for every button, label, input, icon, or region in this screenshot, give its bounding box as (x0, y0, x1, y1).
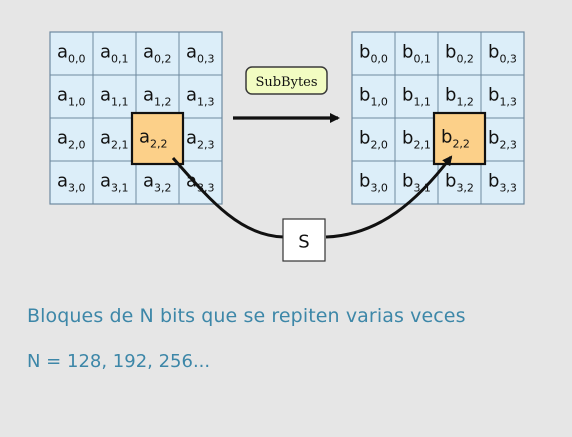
matrix-cell: b2,0 (351, 117, 396, 162)
matrix-cell: a2,1 (92, 117, 137, 162)
matrix-cell-label: b3,0 (359, 171, 388, 195)
matrix-cell: b3,3 (480, 160, 525, 205)
matrix-cell: a1,1 (92, 74, 137, 119)
matrix-cell-label: a2,0 (57, 128, 86, 152)
matrix-cell: a3,3 (178, 160, 223, 205)
matrix-cell-label: a1,3 (186, 85, 215, 109)
sbox-curve-out (325, 155, 453, 239)
matrix-cell-label: b0,2 (445, 42, 474, 66)
sbox-curve-in (171, 157, 285, 239)
matrix-cell: a3,2 (135, 160, 180, 205)
matrix-cell-label: b1,2 (445, 85, 474, 109)
state-matrix-b: b0,0 b0,1 b0,2 b0,3 b1,0 b1,1 b1,2 b1,3 b2,0 b2,1… (351, 31, 525, 205)
matrix-cell-label: a0,2 (143, 42, 172, 66)
matrix-cell-label: b2,2 (441, 127, 470, 151)
matrix-cell-label: b0,3 (488, 42, 517, 66)
matrix-cell-label: b1,1 (402, 85, 431, 109)
matrix-cell: a0,2 (135, 31, 180, 76)
matrix-cell-label: b0,1 (402, 42, 431, 66)
matrix-cell: b1,3 (480, 74, 525, 119)
matrix-cell-label: a2,3 (186, 128, 215, 152)
matrix-cell-label: a0,0 (57, 42, 86, 66)
matrix-cell: a2,3 (178, 117, 223, 162)
matrix-cell-label: b2,0 (359, 128, 388, 152)
matrix-cell-label: b0,0 (359, 42, 388, 66)
matrix-cell: b0,3 (480, 31, 525, 76)
matrix-cell: a3,0 (49, 160, 94, 205)
matrix-cell-label: b3,3 (488, 171, 517, 195)
matrix-cell: b2,1 (394, 117, 439, 162)
matrix-cell-label: a1,0 (57, 85, 86, 109)
subbytes-label: SubBytes (255, 75, 317, 90)
matrix-cell: a0,3 (178, 31, 223, 76)
matrix-cell: a1,2 (135, 74, 180, 119)
matrix-cell: a0,1 (92, 31, 137, 76)
matrix-cell-label: a2,2 (139, 127, 168, 151)
matrix-cell: b1,2 (437, 74, 482, 119)
matrix-cell: b0,0 (351, 31, 396, 76)
matrix-cell-label: b2,1 (402, 128, 431, 152)
matrix-cell: a1,3 (178, 74, 223, 119)
matrix-cell: b3,2 (437, 160, 482, 205)
matrix-cell: a3,1 (92, 160, 137, 205)
matrix-cell: b3,0 (351, 160, 396, 205)
sbox-box: S (282, 218, 326, 262)
subbytes-diagram: a0,0 a0,1 a0,2 a0,3 a1,0 a1,1 a1,2 a1,3 a2,0 a2,1… (49, 31, 525, 262)
caption-description: Bloques de N bits que se repiten varias … (27, 305, 466, 327)
matrix-cell-label: a3,1 (100, 171, 129, 195)
sbox-label: S (298, 232, 309, 253)
matrix-cell-label: a1,1 (100, 85, 129, 109)
matrix-cell-label: a3,2 (143, 171, 172, 195)
matrix-cell: a0,0 (49, 31, 94, 76)
matrix-cell: b2,2 (432, 111, 487, 166)
matrix-cell: a2,2 (130, 111, 185, 166)
subbytes-label-box: SubBytes (245, 66, 328, 95)
matrix-cell-label: b1,3 (488, 85, 517, 109)
state-matrix-a: a0,0 a0,1 a0,2 a0,3 a1,0 a1,1 a1,2 a1,3 a2,0 a2,1… (49, 31, 223, 205)
matrix-cell: a2,0 (49, 117, 94, 162)
caption-sizes: N = 128, 192, 256... (27, 351, 211, 372)
matrix-cell-label: a1,2 (143, 85, 172, 109)
matrix-cell-label: a2,1 (100, 128, 129, 152)
matrix-cell-label: a0,1 (100, 42, 129, 66)
matrix-cell-label: b2,3 (488, 128, 517, 152)
matrix-cell-label: b3,2 (445, 171, 474, 195)
matrix-cell: b1,0 (351, 74, 396, 119)
matrix-cell-label: b1,0 (359, 85, 388, 109)
matrix-cell: a1,0 (49, 74, 94, 119)
matrix-cell-label: a3,0 (57, 171, 86, 195)
matrix-cell: b2,3 (480, 117, 525, 162)
matrix-cell: b1,1 (394, 74, 439, 119)
matrix-cell: b0,2 (437, 31, 482, 76)
matrix-cell-label: a0,3 (186, 42, 215, 66)
matrix-cell: b0,1 (394, 31, 439, 76)
